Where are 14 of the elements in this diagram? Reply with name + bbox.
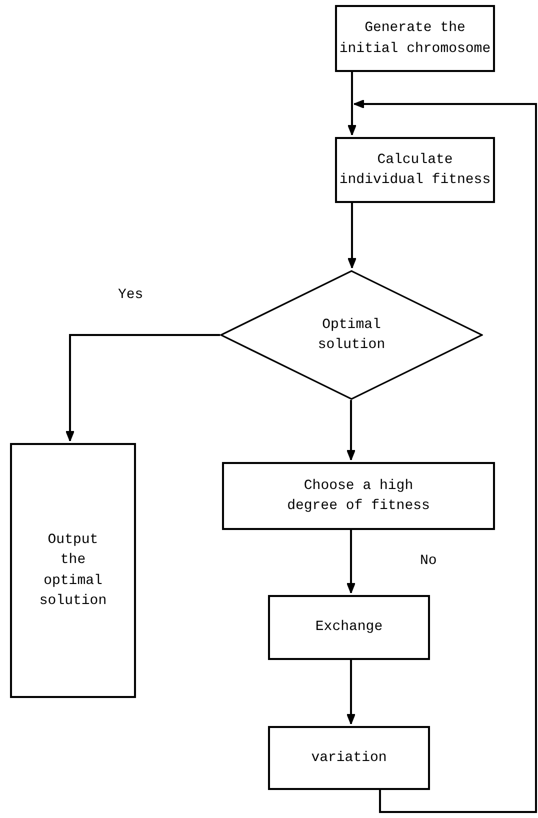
process-box: Generate the initial chromosome: [335, 5, 495, 72]
process-box: variation: [268, 726, 430, 790]
arrow: [348, 203, 356, 268]
arrow: [348, 72, 356, 136]
arrow: [66, 334, 220, 442]
arrow: [346, 400, 356, 460]
process-box: Exchange: [268, 595, 430, 660]
arrow: [354, 100, 537, 813]
node-text: Optimal solution: [316, 316, 386, 355]
process-box: Calculate individual fitness: [335, 137, 495, 203]
process-box: Output the optimal solution: [10, 443, 136, 698]
arrow: [346, 530, 356, 594]
process-box: Choose a high degree of fitness: [222, 462, 495, 530]
arrow: [346, 660, 356, 724]
